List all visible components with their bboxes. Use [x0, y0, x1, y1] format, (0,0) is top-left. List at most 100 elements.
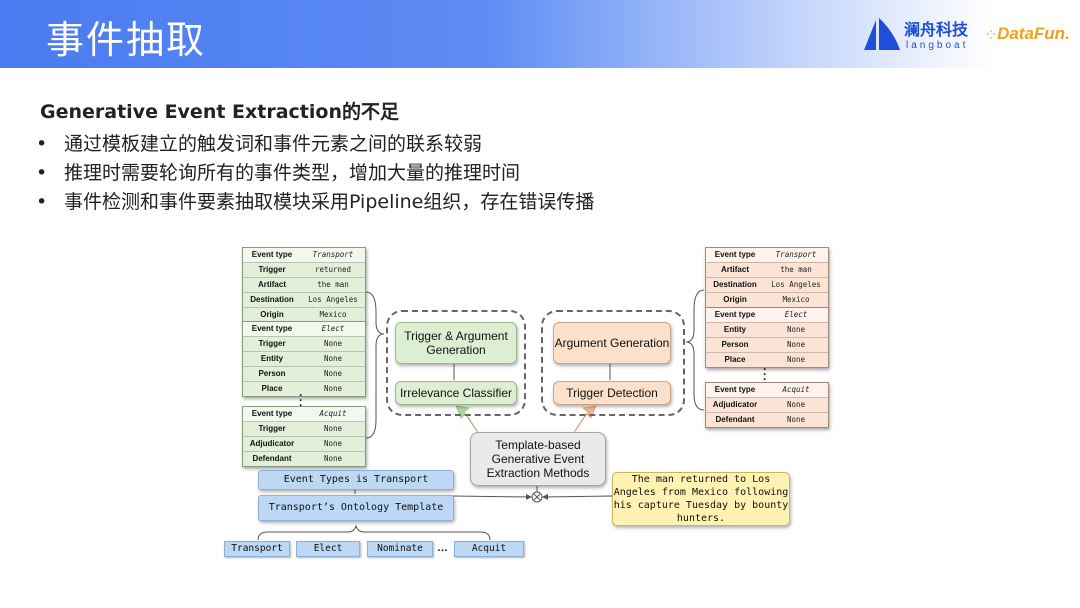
irrelevance-classifier-box: Irrelevance Classifier	[395, 381, 517, 405]
table-key: Defendant	[715, 415, 755, 424]
template-methods-box: Template-based Generative Event Extracti…	[470, 432, 606, 486]
table-key: Destination	[250, 295, 294, 304]
datafun-logo-text: DataFun.	[997, 24, 1070, 43]
table-value: Los Angeles	[308, 295, 358, 304]
trigger-argument-generation-box: Trigger & Argument Generation	[395, 322, 517, 364]
table-row: Event type Acquit	[706, 383, 828, 398]
table-key: Event type	[251, 324, 293, 333]
bullet-item: •推理时需要轮询所有的事件类型，增加大量的推理时间	[36, 159, 594, 188]
table-row: Artifact the man	[706, 263, 828, 278]
trigger-detection-box: Trigger Detection	[553, 381, 671, 405]
table-row: Person None	[243, 367, 365, 382]
green-pipeline-group	[386, 310, 526, 416]
table-key: Event type	[714, 385, 756, 394]
langboat-logo-en: langboat	[906, 40, 969, 51]
chip-elect: Elect	[296, 541, 360, 557]
table-row: Artifact the man	[243, 278, 365, 293]
table-value: Transport	[312, 250, 354, 259]
connector-ontology	[451, 493, 532, 500]
table-row: Origin Mexico	[243, 308, 365, 322]
table-value: the man	[317, 280, 349, 289]
table-row: Event type Transport	[243, 248, 365, 263]
table-row: Destination Los Angeles	[243, 293, 365, 308]
table-row: Adjudicator None	[706, 398, 828, 413]
table-key: Entity	[260, 354, 284, 363]
table-value: Mexico	[319, 310, 347, 319]
vertical-ellipsis-icon: ···	[299, 388, 303, 412]
table-row: Defendant None	[706, 413, 828, 427]
datafun-dots-icon: ⁘	[986, 28, 997, 42]
table-value: None	[323, 384, 343, 393]
right-brace	[685, 289, 705, 411]
bullet-dot-icon: •	[36, 133, 48, 155]
table-value: None	[323, 424, 343, 433]
bullet-dot-icon: •	[36, 162, 48, 184]
table-value: None	[323, 439, 343, 448]
table-key: Event type	[251, 250, 293, 259]
table-key: Adjudicator	[249, 439, 295, 448]
table-key: Adjudicator	[712, 400, 758, 409]
table-key: Artifact	[720, 265, 749, 274]
table-value: None	[786, 415, 806, 424]
chips-brace	[257, 524, 491, 541]
bullet-text: 通过模板建立的触发词和事件元素之间的联系较弱	[64, 133, 483, 155]
left-event-table-transport: Event type Transport Trigger returned Arti…	[242, 247, 366, 323]
input-sentence-box: The man returned to Los Angeles from Mex…	[612, 472, 790, 526]
table-value: Acquit	[319, 409, 347, 418]
table-row: Trigger returned	[243, 263, 365, 278]
table-value: Los Angeles	[771, 280, 821, 289]
table-key: Artifact	[257, 280, 286, 289]
table-value: the man	[780, 265, 812, 274]
langboat-logo-cn: 澜舟科技	[904, 20, 969, 39]
table-value: None	[323, 339, 343, 348]
bullet-dot-icon: •	[36, 191, 48, 213]
header-bar: 事件抽取 澜舟科技 langboat ⁘DataFun.	[0, 0, 1080, 68]
argument-generation-box: Argument Generation	[553, 322, 671, 364]
left-brace	[365, 291, 385, 439]
table-value: None	[323, 454, 343, 463]
langboat-logo-icon	[864, 18, 900, 50]
table-key: Trigger	[258, 265, 286, 274]
event-types-box: Event Types is Transport	[258, 470, 454, 490]
bullet-list: • 通过模板建立的触发词和事件元素之间的联系较弱 •推理时需要轮询所有的事件类型，…	[36, 130, 594, 217]
datafun-logo: ⁘DataFun.	[986, 24, 1070, 44]
table-key: Person	[258, 369, 286, 378]
page-title: 事件抽取	[46, 18, 207, 62]
table-value: Elect	[784, 310, 808, 319]
connector-sentence	[542, 493, 613, 500]
table-key: Origin	[260, 310, 284, 319]
ontology-template-box: Transport’s Ontology Template	[258, 495, 454, 521]
table-key: Person	[721, 340, 749, 349]
table-key: Destination	[713, 280, 757, 289]
vertical-ellipsis-icon: ···	[763, 362, 767, 386]
table-key: Place	[724, 355, 746, 364]
table-value: None	[786, 400, 806, 409]
table-row: Destination Los Angeles	[706, 278, 828, 293]
table-value: None	[323, 369, 343, 378]
bullet-item: •事件检测和事件要素抽取模块采用Pipeline组织，存在错误传播	[36, 188, 594, 217]
table-value: None	[323, 354, 343, 363]
table-key: Trigger	[258, 339, 286, 348]
table-value: Acquit	[782, 385, 810, 394]
table-row: Adjudicator None	[243, 437, 365, 452]
bullet-item: • 通过模板建立的触发词和事件元素之间的联系较弱	[36, 130, 594, 159]
orange-pipeline-group	[541, 310, 685, 416]
chip-acquit: Acquit	[454, 541, 524, 557]
table-value: returned	[314, 265, 352, 274]
table-value: None	[786, 325, 806, 334]
